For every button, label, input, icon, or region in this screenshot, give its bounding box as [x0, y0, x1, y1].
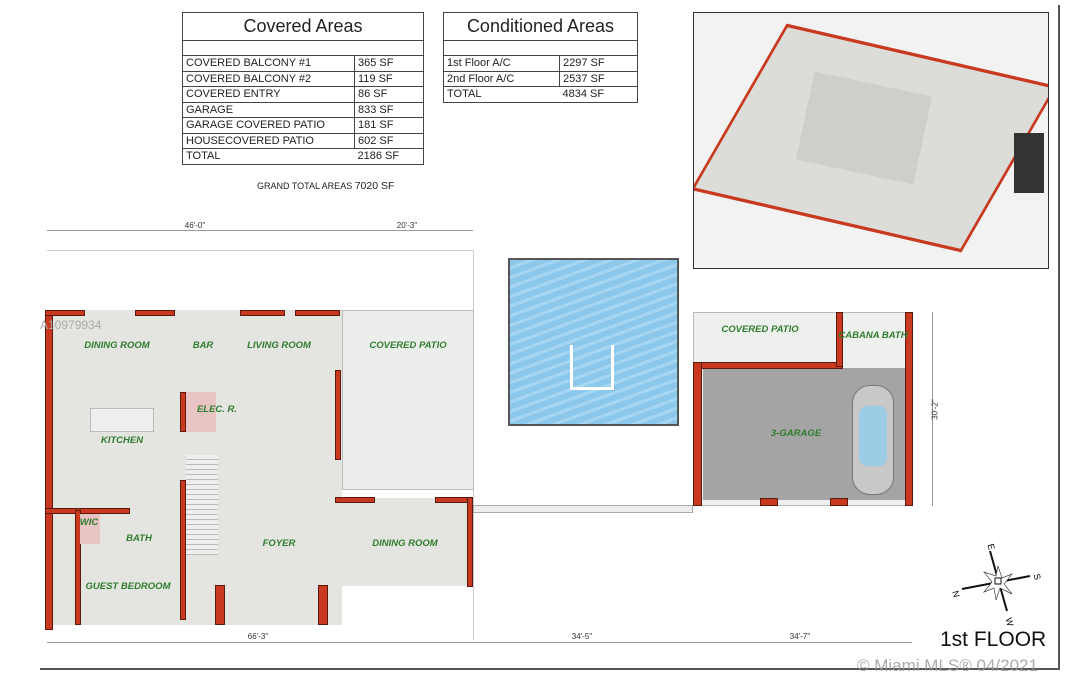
- room-label-dining-room-2: DINING ROOM: [372, 538, 438, 549]
- page-border-bottom: [40, 668, 1060, 670]
- total-value: 2186 SF: [354, 148, 424, 165]
- row-value: 119 SF: [354, 70, 424, 87]
- dimension-34ft-7: 34'-7": [789, 632, 811, 641]
- row-label: 2nd Floor A/C: [443, 70, 560, 87]
- row-value: 86 SF: [354, 86, 424, 103]
- mls-watermark: © Miami MLS® 04/2021: [857, 656, 1038, 675]
- room-label-kitchen: KITCHEN: [100, 435, 144, 446]
- dimension-20ft: 20'-3": [396, 221, 418, 230]
- kitchen-island: [90, 408, 154, 432]
- room-label-dining-room: DINING ROOM: [84, 340, 150, 351]
- listing-id-watermark: A10979934: [40, 318, 102, 332]
- dimension-30ft: 30'-2": [930, 399, 940, 420]
- total-label: TOTAL: [182, 148, 355, 165]
- grand-total-label: GRAND TOTAL AREAS: [257, 181, 353, 191]
- covered-areas-title: Covered Areas: [182, 12, 424, 41]
- total-label: TOTAL: [443, 86, 560, 103]
- row-label: COVERED BALCONY #2: [182, 70, 355, 87]
- row-value: 602 SF: [354, 132, 424, 149]
- electrical-room: [186, 392, 216, 432]
- row-value: 2537 SF: [559, 70, 638, 87]
- compass-w: W: [1004, 617, 1016, 626]
- compass-s: S: [1032, 573, 1043, 581]
- dimension-66ft: 66'-3": [247, 632, 269, 641]
- row-label: GARAGE COVERED PATIO: [182, 117, 355, 134]
- compass-rose-icon: E S N W: [950, 543, 1043, 626]
- page-border: [1058, 5, 1060, 670]
- dimension-46ft: 46'-0": [184, 221, 206, 230]
- room-label-foyer: FOYER: [262, 538, 296, 549]
- room-label-cabana-bath: CABANA BATH: [838, 330, 908, 341]
- row-label: GARAGE: [182, 101, 355, 118]
- row-value: 181 SF: [354, 117, 424, 134]
- conditioned-areas-title: Conditioned Areas: [443, 12, 638, 41]
- compass-e: E: [986, 543, 997, 551]
- room-label-garage: 3-GARAGE: [770, 428, 822, 439]
- grand-total-value: 7020 SF: [354, 180, 395, 192]
- room-label-living-room: LIVING ROOM: [247, 340, 311, 351]
- dimension-line-top: [47, 230, 473, 231]
- dimension-line-right: [932, 312, 933, 506]
- staircase: [186, 455, 218, 555]
- room-label-bar: BAR: [192, 340, 214, 351]
- dimension-line-bottom: [47, 642, 912, 643]
- row-label: COVERED BALCONY #1: [182, 55, 355, 72]
- row-value: 2297 SF: [559, 55, 638, 72]
- room-label-garage-covered-patio: COVERED PATIO: [721, 324, 799, 335]
- room-label-wic: WIC: [79, 517, 99, 528]
- row-label: COVERED ENTRY: [182, 86, 355, 103]
- floor-title: 1st FLOOR: [940, 628, 1047, 651]
- room-label-covered-patio: COVERED PATIO: [369, 340, 447, 351]
- dimension-34ft-5: 34'-5": [571, 632, 593, 641]
- 3d-render-view: [693, 12, 1049, 269]
- pool-steps: [570, 345, 614, 390]
- room-label-guest-bedroom: GUEST BEDROOM: [85, 581, 171, 592]
- wic-area: [80, 514, 100, 544]
- dining-room-2-area: [338, 498, 472, 586]
- row-value: 833 SF: [354, 101, 424, 118]
- room-label-elec-room: ELEC. R.: [196, 404, 238, 415]
- grand-total: GRAND TOTAL AREAS 7020 SF: [257, 180, 394, 192]
- row-label: HOUSECOVERED PATIO: [182, 132, 355, 149]
- compass-n: N: [950, 590, 961, 599]
- row-value: 365 SF: [354, 55, 424, 72]
- total-value: 4834 SF: [559, 86, 638, 103]
- row-label: 1st Floor A/C: [443, 55, 560, 72]
- covered-patio-area: [342, 310, 474, 490]
- pool: [508, 258, 679, 426]
- car: [852, 385, 894, 495]
- room-label-bath: BATH: [126, 533, 152, 544]
